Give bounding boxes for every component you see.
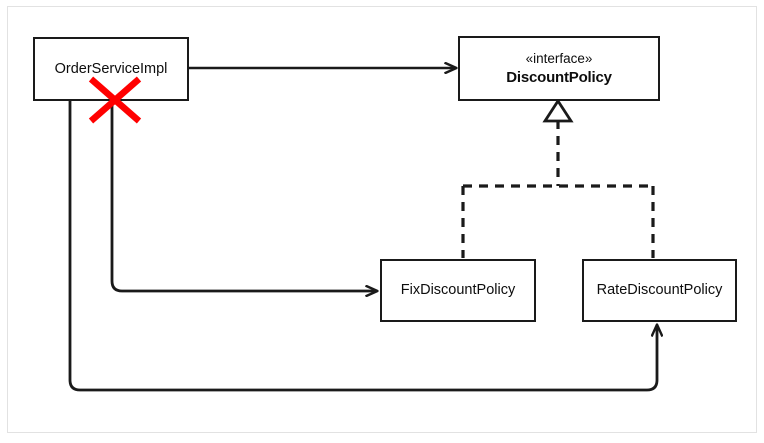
edge-realization-tree bbox=[461, 120, 655, 258]
red-cross-strike-icon bbox=[88, 76, 142, 124]
edge-order-to-rate-discount-policy bbox=[68, 101, 657, 392]
class-name-order-service-impl: OrderServiceImpl bbox=[54, 60, 168, 77]
stereotype-interface: «interface» bbox=[525, 50, 593, 66]
edge-order-to-fix-discount-policy bbox=[110, 101, 377, 291]
class-box-fix-discount-policy[interactable]: FixDiscountPolicy bbox=[380, 259, 536, 322]
hollow-triangle-icon bbox=[542, 98, 574, 123]
class-name-rate-discount-policy: RateDiscountPolicy bbox=[596, 282, 723, 299]
class-box-order-service-impl[interactable]: OrderServiceImpl bbox=[33, 37, 189, 101]
class-name-fix-discount-policy: FixDiscountPolicy bbox=[400, 282, 516, 299]
class-box-rate-discount-policy[interactable]: RateDiscountPolicy bbox=[582, 259, 737, 322]
class-box-discount-policy[interactable]: «interface» DiscountPolicy bbox=[458, 36, 660, 101]
class-name-discount-policy: DiscountPolicy bbox=[506, 68, 612, 86]
